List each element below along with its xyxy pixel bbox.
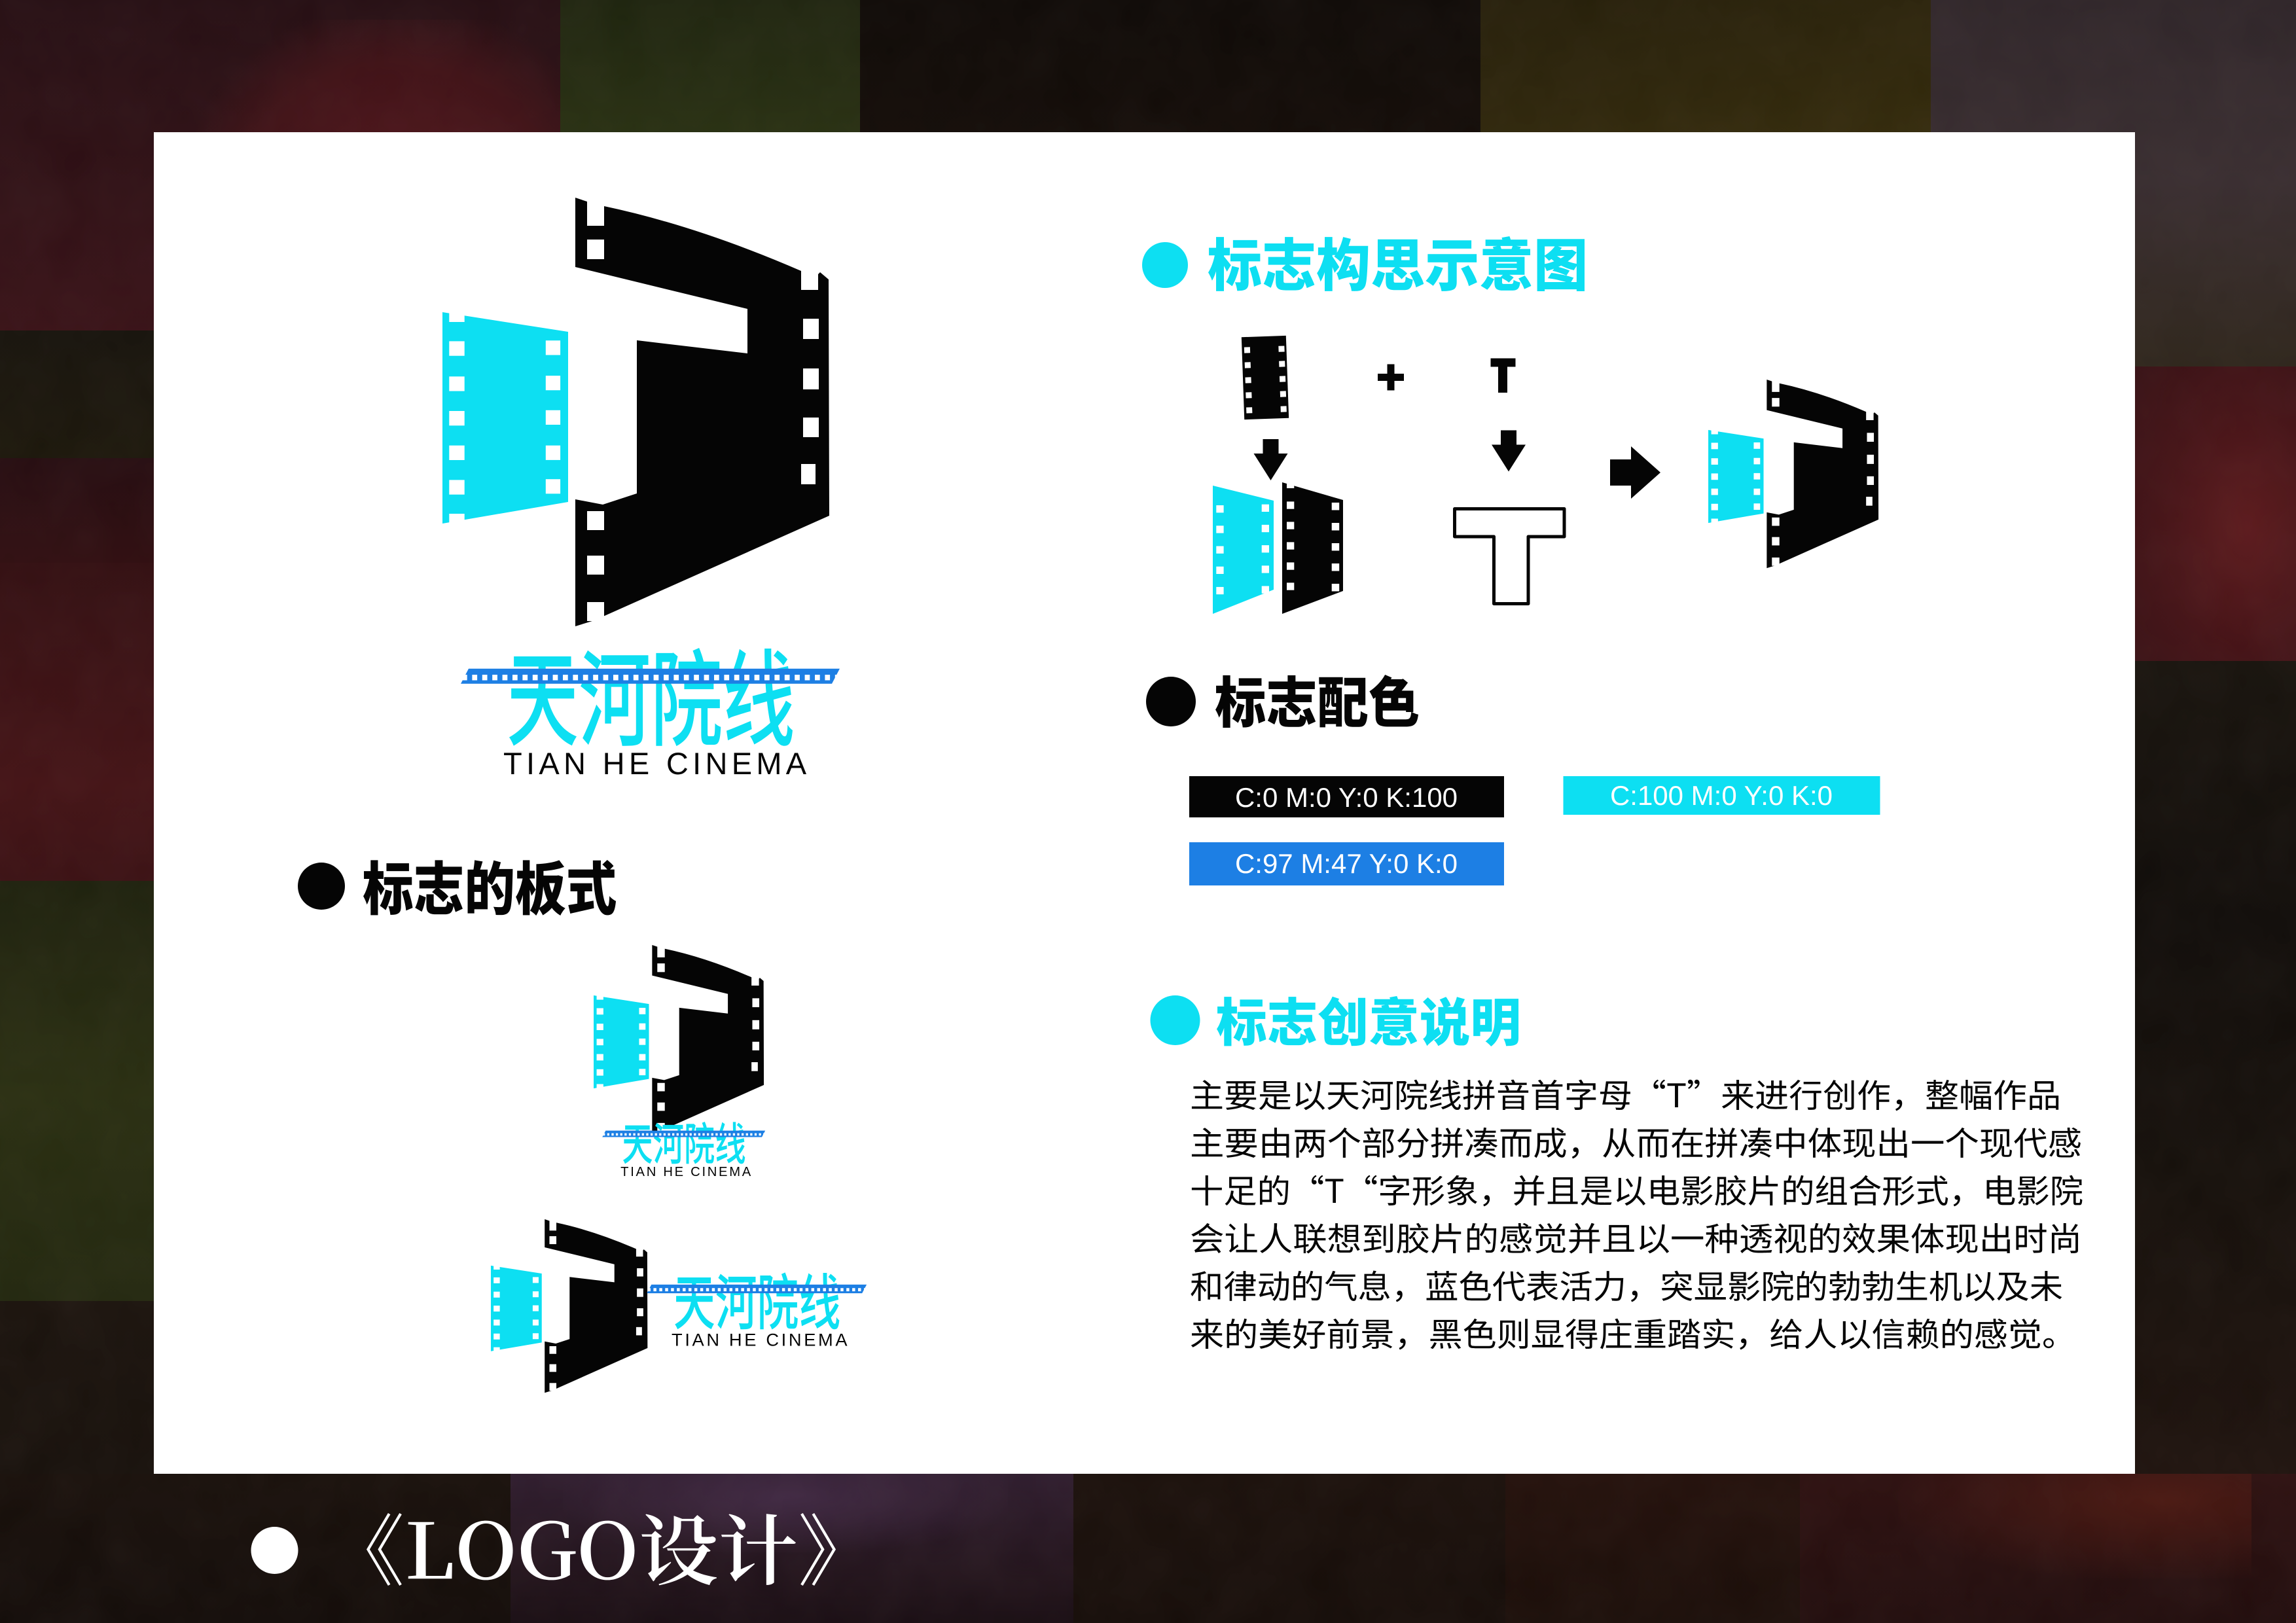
svg-text:C:0 M:0 Y:0 K:100: C:0 M:0 Y:0 K:100 <box>1235 782 1458 813</box>
svg-text:C:97 M:47 Y:0 K:0: C:97 M:47 Y:0 K:0 <box>1235 848 1458 879</box>
svg-text:C:100 M:0 Y:0 K:0: C:100 M:0 Y:0 K:0 <box>1610 780 1833 811</box>
